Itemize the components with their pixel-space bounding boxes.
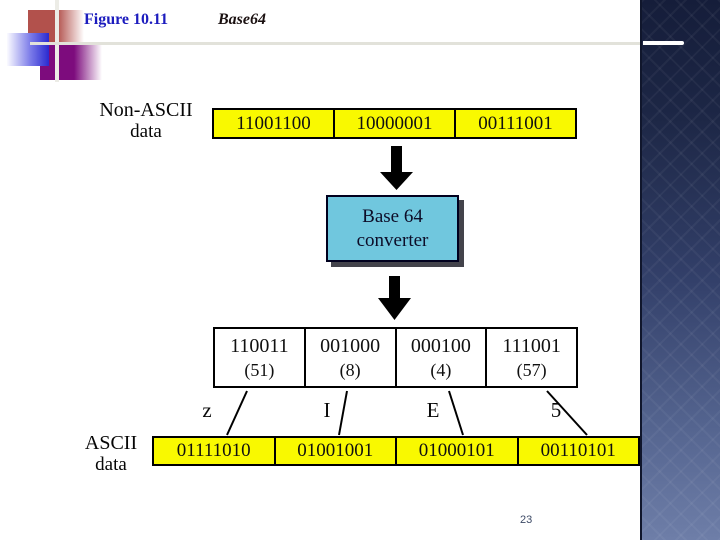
non-ascii-label-line2: data	[130, 121, 162, 142]
base64-char: z	[202, 398, 212, 422]
output-byte-cell: 01000101	[395, 438, 517, 464]
base64-char: I	[323, 398, 331, 422]
group-bits: 110011	[230, 334, 289, 357]
connector-line	[448, 390, 464, 436]
output-byte-cell: 00110101	[516, 438, 638, 464]
group-decimal: (8)	[339, 359, 361, 380]
right-decorative-band	[640, 0, 720, 540]
base64-char: 5	[550, 398, 562, 422]
input-byte-cell: 10000001	[333, 110, 454, 137]
group-decimal: (4)	[430, 359, 452, 380]
group-cell: 000100 (4)	[394, 329, 486, 386]
group-cell: 110011 (51)	[215, 329, 304, 386]
non-ascii-label-line1: Non-ASCII	[99, 99, 193, 121]
ascii-data-label: ASCII data	[74, 433, 148, 475]
down-arrow-icon	[378, 276, 411, 320]
group-bits: 000100	[410, 334, 471, 357]
figure-label: Figure 10.11	[84, 11, 169, 28]
input-bytes-row: 11001100 10000001 00111001	[212, 108, 577, 139]
title-divider-line-cap	[643, 41, 684, 45]
ornament-vertical-line	[55, 0, 59, 82]
group-cell: 001000 (8)	[303, 329, 395, 386]
ascii-label-line2: data	[95, 454, 127, 475]
group-decimal: (51)	[244, 359, 275, 380]
connector-line	[338, 390, 348, 436]
figure-title: Base64	[218, 11, 266, 28]
group-bits: 111001	[502, 334, 561, 357]
page-number: 23	[520, 514, 533, 526]
ornament-blue-square	[7, 33, 49, 66]
group-bits: 001000	[320, 334, 381, 357]
output-byte-cell: 01001001	[273, 438, 395, 464]
input-byte-cell: 11001100	[214, 110, 333, 137]
group-decimal: (57)	[516, 359, 547, 380]
title-divider-line	[30, 42, 660, 45]
output-byte-cell: 01111010	[154, 438, 274, 464]
connector-line	[226, 390, 248, 436]
non-ascii-data-label: Non-ASCII data	[82, 100, 210, 142]
base64-char: E	[426, 398, 440, 422]
down-arrow-icon	[380, 146, 413, 190]
output-bytes-row: 01111010 01001001 01000101 00110101	[152, 436, 640, 466]
ornament-purple-square	[40, 43, 102, 80]
group-cell: 111001 (57)	[485, 329, 576, 386]
input-byte-cell: 00111001	[454, 110, 575, 137]
converter-label-line1: Base 64	[362, 205, 423, 227]
ascii-label-line1: ASCII	[84, 432, 138, 454]
converter-label-line2: converter	[356, 229, 429, 251]
six-bit-groups-row: 110011 (51) 001000 (8) 000100 (4) 111001…	[213, 327, 578, 388]
base64-converter-box: Base 64 converter	[326, 195, 459, 262]
